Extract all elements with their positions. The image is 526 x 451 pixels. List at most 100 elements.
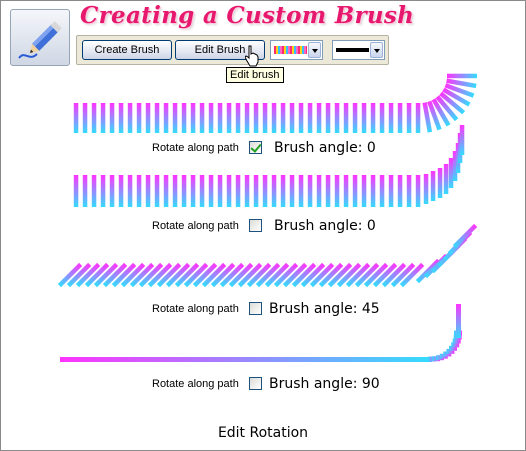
brush-segment	[447, 73, 477, 79]
brush-segment	[136, 175, 142, 207]
brush-segment	[118, 103, 124, 133]
brush-segment	[183, 262, 209, 288]
brush-segment	[388, 175, 394, 207]
chevron-down-icon[interactable]	[308, 42, 321, 58]
brush-segment	[127, 103, 133, 133]
brush-segment	[372, 262, 398, 288]
edit-brush-button[interactable]: Edit Brush	[175, 40, 265, 60]
brush-segment	[127, 175, 133, 207]
brush-segment	[415, 175, 421, 207]
brush-segment	[109, 103, 115, 133]
brush-segment	[91, 175, 97, 207]
brush-segment	[60, 357, 432, 362]
chevron-down-icon[interactable]	[370, 42, 383, 58]
rotate-along-path-checkbox[interactable]	[249, 219, 262, 232]
brush-segment	[181, 175, 187, 207]
brush-segment	[361, 175, 367, 207]
brush-segment	[109, 175, 115, 207]
brush-segment	[190, 103, 196, 133]
brush-segment	[307, 175, 313, 207]
brush-segment	[352, 103, 358, 133]
brush-segment	[334, 175, 340, 207]
brush-segment	[57, 262, 83, 288]
brush-stroke-2	[73, 125, 465, 207]
brush-segment	[381, 262, 407, 288]
rotate-along-path-checkbox[interactable]	[249, 141, 262, 154]
brush-segment	[325, 175, 331, 207]
brush-segment	[289, 103, 295, 133]
brush-segment	[379, 175, 385, 207]
brush-segment	[100, 103, 106, 133]
brush-segment	[399, 262, 425, 288]
brush-segment	[451, 342, 460, 348]
brush-segment	[244, 103, 250, 133]
brush-segment	[208, 175, 214, 207]
brush-segment	[172, 175, 178, 207]
brush-segment	[282, 262, 308, 288]
toolbar: Create Brush Edit Brush	[76, 35, 389, 65]
brush-segment	[235, 103, 241, 133]
brush-segment	[264, 262, 290, 288]
brush-segment	[336, 262, 362, 288]
line-style-swatch-icon	[336, 48, 369, 52]
brush-segment	[343, 103, 349, 133]
brush-stroke-4	[60, 304, 462, 362]
brush-segment	[208, 103, 214, 133]
brush-segment	[253, 175, 259, 207]
brush-segment	[307, 103, 313, 133]
brush-segment	[138, 262, 164, 288]
brush-segment	[456, 304, 461, 338]
brush-segment	[102, 262, 128, 288]
figure-caption: Edit Rotation	[217, 425, 309, 441]
brush-segment	[361, 103, 367, 133]
brush-segment	[334, 103, 340, 133]
brush-segment	[181, 103, 187, 133]
brush-segment	[271, 103, 277, 133]
brush-segment	[262, 175, 268, 207]
brush-segment	[397, 175, 403, 207]
brush-segment	[91, 103, 97, 133]
app-icon	[10, 9, 70, 66]
brush-segment	[190, 175, 196, 207]
brush-segment	[423, 174, 429, 204]
brush-segment	[370, 175, 376, 207]
brush-segment	[174, 262, 200, 288]
rotate-along-path-label: Rotate along path	[152, 142, 239, 154]
brush-segment	[111, 262, 137, 288]
brush-segment	[210, 262, 236, 288]
brush-segment	[273, 262, 299, 288]
brush-segment	[73, 103, 79, 133]
brush-segment	[163, 175, 169, 207]
rotate-along-path-checkbox[interactable]	[249, 302, 262, 315]
brush-segment	[73, 175, 79, 207]
brush-segment	[93, 262, 119, 288]
brush-segment	[199, 103, 205, 133]
line-style-dropdown[interactable]	[332, 40, 385, 60]
brush-segment	[120, 262, 146, 288]
brush-segment	[84, 262, 110, 288]
rotate-along-path-checkbox[interactable]	[249, 377, 262, 390]
brush-segment	[244, 175, 250, 207]
create-brush-button[interactable]: Create Brush	[82, 40, 172, 60]
brush-segment	[192, 262, 218, 288]
brush-segment	[219, 262, 245, 288]
brush-segment	[235, 175, 241, 207]
brush-segment	[280, 103, 286, 133]
brush-segment	[226, 175, 232, 207]
brush-segment	[237, 262, 263, 288]
brush-segment	[172, 103, 178, 133]
brush-segment	[199, 175, 205, 207]
brush-segment	[388, 103, 394, 133]
brush-segment	[156, 262, 182, 288]
brush-segment	[298, 103, 304, 133]
brush-segment	[309, 262, 335, 288]
brush-segment	[415, 103, 421, 133]
brush-segment	[136, 103, 142, 133]
brush-segment	[145, 103, 151, 133]
brush-segment	[452, 151, 458, 181]
brush-angle-label: Brush angle: 0	[274, 140, 376, 156]
brush-style-dropdown[interactable]	[270, 40, 323, 60]
brush-segment	[437, 168, 443, 198]
brush-segment	[325, 103, 331, 133]
brush-segment	[217, 103, 223, 133]
